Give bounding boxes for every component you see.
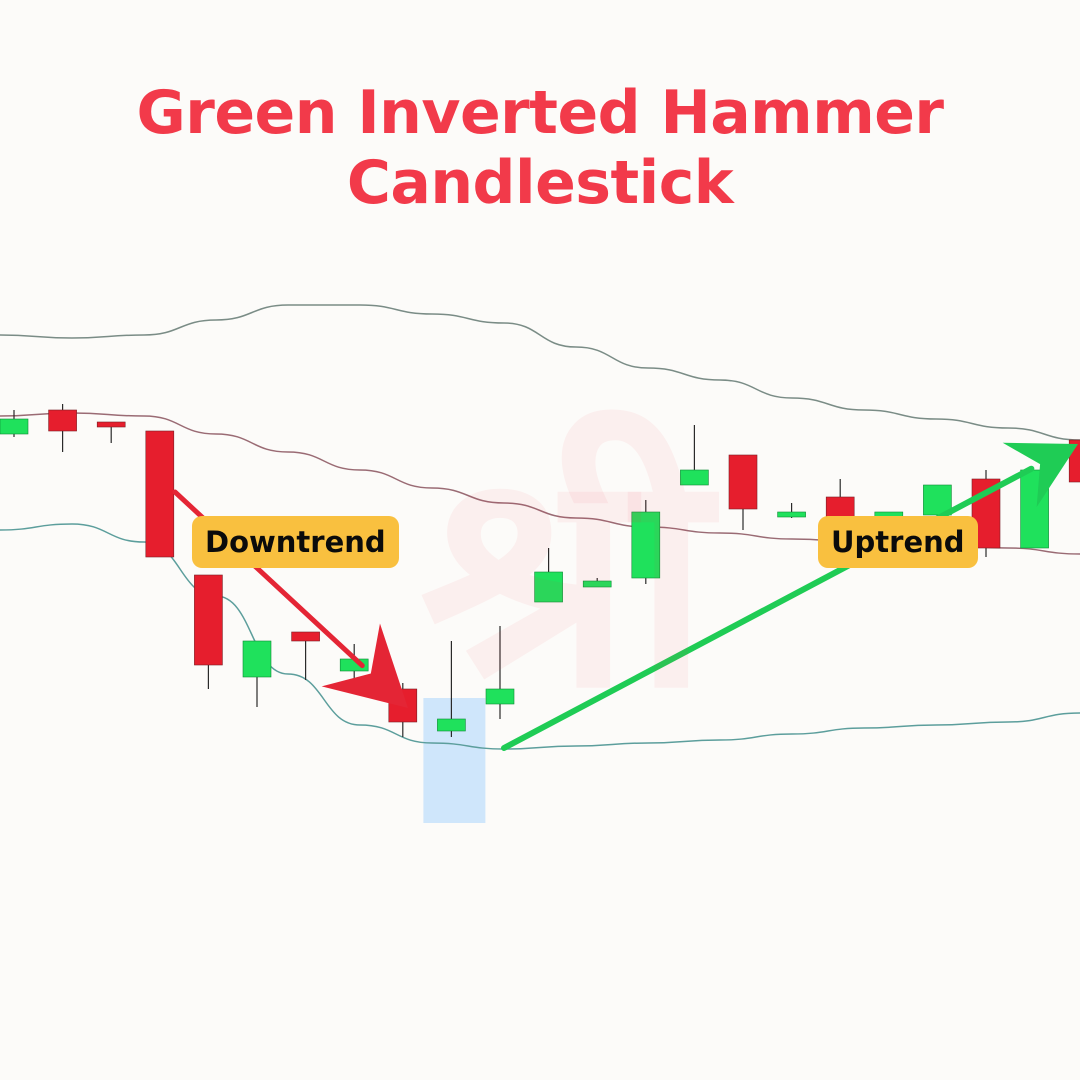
candle-12 [534,548,563,603]
candle-body [0,418,29,435]
candle-1 [0,410,29,437]
candle-16 [728,454,758,530]
candle-7 [291,631,320,680]
candle-body [291,631,320,642]
downtrend-label: Downtrend [192,516,399,568]
candle-body [145,430,175,558]
candles [0,404,1080,737]
candle-body [242,640,272,678]
candle-17 [777,503,806,518]
candle-body [680,469,709,486]
candle-14 [631,500,661,584]
trend-arrows [172,442,1078,751]
candle-23 [1068,439,1080,483]
candle-6 [242,640,272,707]
candle-body [631,511,661,579]
candle-5 [194,574,223,689]
candle-11 [485,626,515,719]
candle-body [1068,439,1080,483]
candle-2 [48,404,77,452]
candle-3 [96,421,126,443]
title-line-2: Candlestick [346,148,734,218]
highlight-box [423,698,486,823]
candle-15 [680,425,709,486]
candle-body [48,409,77,432]
candle-body [777,511,806,518]
title-line-1: Green Inverted Hammer [136,78,945,148]
candle-body [728,454,758,510]
candle-body [534,571,563,603]
candle-body [582,580,612,588]
candle-body [194,574,223,666]
candle-body [96,421,126,428]
uptrend-arrow [501,442,1078,751]
candle-body [485,688,515,705]
candle-body [437,718,466,732]
uptrend-label: Uptrend [818,516,978,568]
candle-4 [145,430,175,558]
candle-13 [582,578,612,588]
candle-10 [437,641,466,737]
upper-band-line [0,304,1080,441]
candle-body [923,484,952,516]
